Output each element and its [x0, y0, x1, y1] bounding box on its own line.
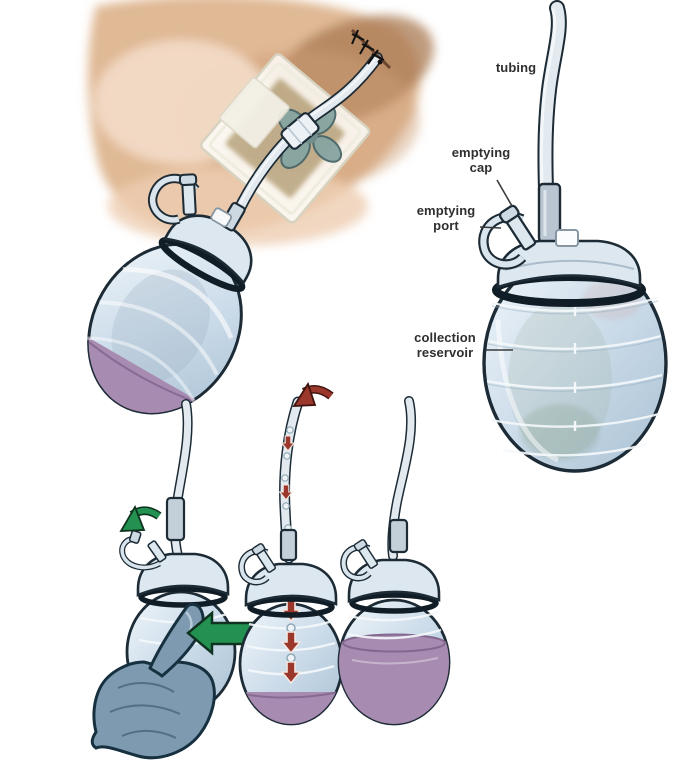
fluid-entry-arrow [292, 381, 334, 407]
step-squeeze-bulb [90, 399, 270, 760]
labeled-drain-diagram [479, 0, 668, 473]
drain-tubing-wound [232, 52, 383, 218]
wound-site-illustration [58, 0, 434, 441]
label-collection-reservoir: collection reservoir [414, 330, 476, 360]
step-fluid-draining [240, 381, 344, 726]
label-tubing: tubing [495, 60, 537, 75]
tube-connector-sleeve [279, 528, 298, 562]
tubing-graphic [537, 0, 567, 198]
glove [90, 602, 216, 760]
step-collected-fluid [337, 396, 451, 726]
tube-connector-sleeve [165, 496, 186, 542]
emptying-cap-open [122, 530, 166, 567]
cap-removed-arrow [119, 504, 162, 532]
label-emptying-port: emptying port [416, 203, 476, 233]
leader-lines [479, 179, 513, 351]
tube-cuff [280, 112, 320, 150]
sutures [350, 28, 392, 70]
label-emptying-cap: emptying cap [451, 145, 511, 175]
gauze-pad [219, 77, 290, 149]
collected-fluid [339, 641, 449, 724]
tube-connector-sleeve [388, 518, 409, 554]
